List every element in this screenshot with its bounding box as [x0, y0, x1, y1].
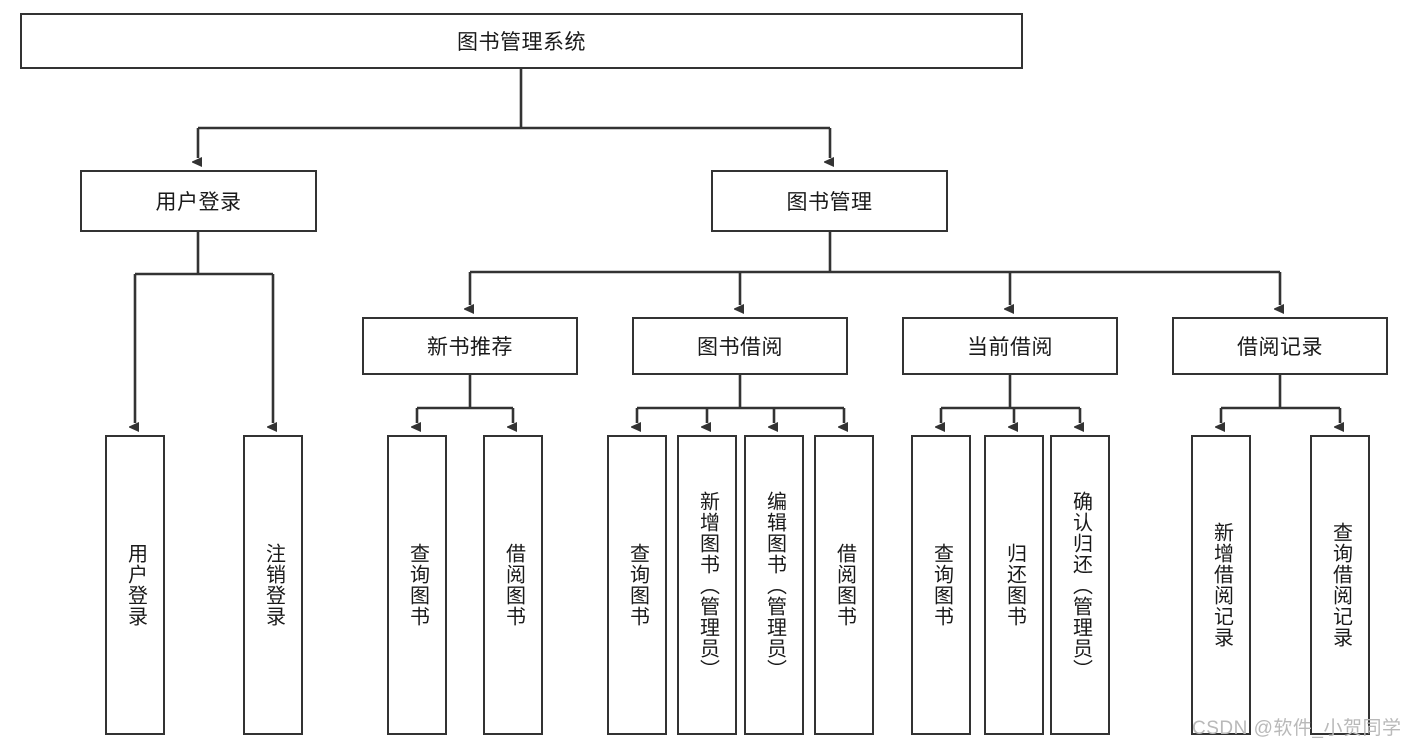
node-root[interactable]: 图书管理系统 [20, 13, 1023, 69]
node-borrow-records[interactable]: 借阅记录 [1172, 317, 1388, 375]
node-user-login[interactable]: 用户登录 [80, 170, 317, 232]
node-leaf-borrow-books-2-label: 借阅图书 [833, 543, 856, 627]
node-new-book-recommend[interactable]: 新书推荐 [362, 317, 578, 375]
node-leaf-query-books-3[interactable]: 查询图书 [911, 435, 971, 735]
node-leaf-edit-book[interactable]: 编辑图书（管理员） [744, 435, 804, 735]
node-leaf-return-books[interactable]: 归还图书 [984, 435, 1044, 735]
node-leaf-add-book[interactable]: 新增图书（管理员） [677, 435, 737, 735]
node-leaf-logout-label: 注销登录 [262, 543, 285, 627]
node-leaf-add-book-label: 新增图书（管理员） [696, 490, 719, 680]
node-leaf-logout[interactable]: 注销登录 [243, 435, 303, 735]
node-leaf-user-login[interactable]: 用户登录 [105, 435, 165, 735]
node-current-borrow[interactable]: 当前借阅 [902, 317, 1118, 375]
node-leaf-query-books-2[interactable]: 查询图书 [607, 435, 667, 735]
node-leaf-confirm-return-label: 确认归还（管理员） [1069, 490, 1092, 680]
node-book-management-label: 图书管理 [786, 191, 873, 214]
node-new-book-recommend-label: 新书推荐 [427, 336, 513, 359]
node-leaf-query-borrow-record-label: 查询借阅记录 [1329, 522, 1352, 648]
node-leaf-query-books-2-label: 查询图书 [626, 543, 649, 627]
node-leaf-query-books-3-label: 查询图书 [930, 543, 953, 627]
node-book-management[interactable]: 图书管理 [711, 170, 948, 232]
node-leaf-user-login-label: 用户登录 [124, 543, 147, 627]
node-leaf-query-books-1-label: 查询图书 [406, 543, 429, 627]
node-leaf-add-borrow-record[interactable]: 新增借阅记录 [1191, 435, 1251, 735]
node-leaf-edit-book-label: 编辑图书（管理员） [763, 490, 786, 680]
node-root-label: 图书管理系统 [457, 31, 586, 54]
node-leaf-borrow-books-1[interactable]: 借阅图书 [483, 435, 543, 735]
node-book-borrow-label: 图书借阅 [697, 336, 783, 359]
node-leaf-confirm-return[interactable]: 确认归还（管理员） [1050, 435, 1110, 735]
node-leaf-add-borrow-record-label: 新增借阅记录 [1210, 522, 1233, 648]
node-borrow-records-label: 借阅记录 [1237, 336, 1323, 359]
node-leaf-borrow-books-1-label: 借阅图书 [502, 543, 525, 627]
node-leaf-borrow-books-2[interactable]: 借阅图书 [814, 435, 874, 735]
csdn-watermark: CSDN @软件_小贺同学 [1192, 718, 1402, 739]
node-leaf-return-books-label: 归还图书 [1003, 543, 1026, 627]
node-current-borrow-label: 当前借阅 [967, 336, 1053, 359]
node-book-borrow[interactable]: 图书借阅 [632, 317, 848, 375]
node-user-login-label: 用户登录 [155, 191, 242, 214]
node-leaf-query-books-1[interactable]: 查询图书 [387, 435, 447, 735]
node-leaf-query-borrow-record[interactable]: 查询借阅记录 [1310, 435, 1370, 735]
